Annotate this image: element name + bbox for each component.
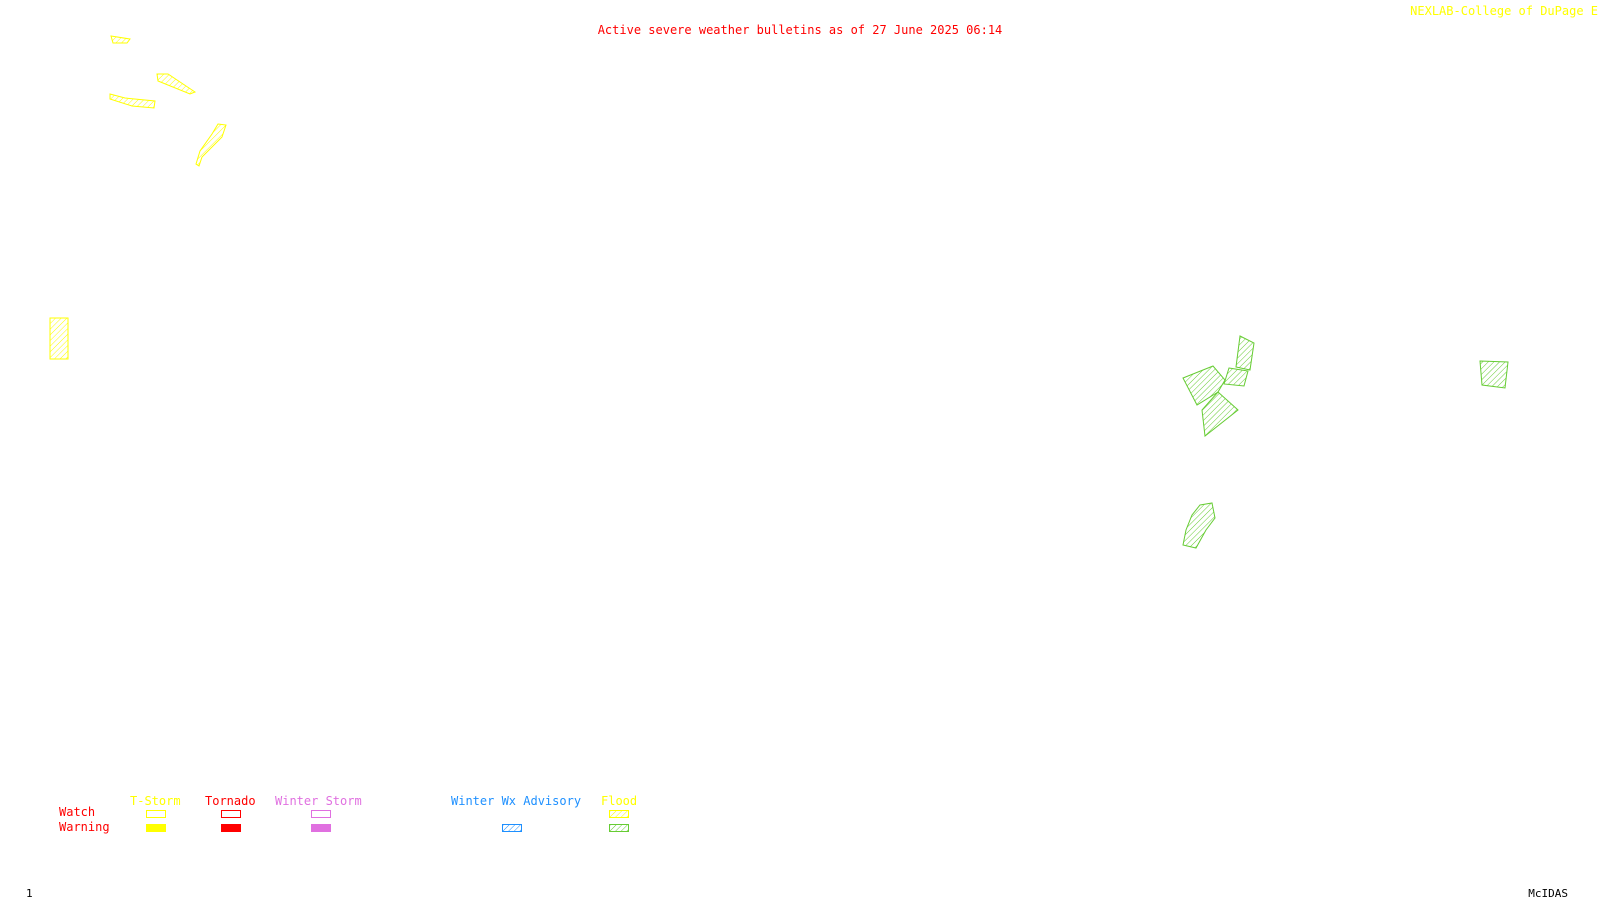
flood-area	[1201, 391, 1239, 437]
tstorm-watch-swatch	[146, 810, 166, 818]
tstorm-area	[110, 35, 131, 44]
flood-area	[1235, 335, 1255, 371]
legend-header-winter-storm: Winter Storm	[275, 794, 362, 808]
bulletin-title: Active severe weather bulletins as of 27…	[597, 23, 1003, 37]
flood-area	[1223, 367, 1249, 387]
legend-header-flood: Flood	[601, 794, 638, 808]
winter-storm-watch-swatch	[311, 810, 331, 818]
tstorm-area	[109, 93, 156, 109]
legend-header-tstorm: T-Storm	[130, 794, 181, 808]
flood-watch-swatch	[609, 810, 629, 818]
tstorm-warning-swatch	[146, 824, 166, 832]
legend-row-warning: Warning	[59, 820, 110, 834]
tornado-warning-swatch	[221, 824, 241, 832]
flood-areas	[1182, 335, 1509, 549]
source-credit: NEXLAB-College of DuPage E	[1410, 4, 1598, 18]
frame-number: 1	[26, 887, 33, 900]
legend-header-winter-wx-advisory: Winter Wx Advisory	[451, 794, 582, 808]
flood-area	[1182, 502, 1216, 549]
winter-storm-warning-swatch	[311, 824, 331, 832]
flood-warning-swatch	[609, 824, 629, 832]
winter-wx-advisory-swatch	[502, 824, 522, 832]
software-label: McIDAS	[1528, 887, 1568, 900]
tstorm-area	[195, 123, 227, 167]
tornado-watch-swatch	[221, 810, 241, 818]
flood-area	[1182, 365, 1226, 406]
tstorm-area	[156, 73, 197, 95]
tstorm-area	[49, 317, 69, 360]
flood-area	[1479, 360, 1509, 389]
tstorm-areas	[49, 35, 227, 360]
legend-row-watch: Watch	[59, 805, 96, 819]
legend-header-tornado: Tornado	[205, 794, 256, 808]
